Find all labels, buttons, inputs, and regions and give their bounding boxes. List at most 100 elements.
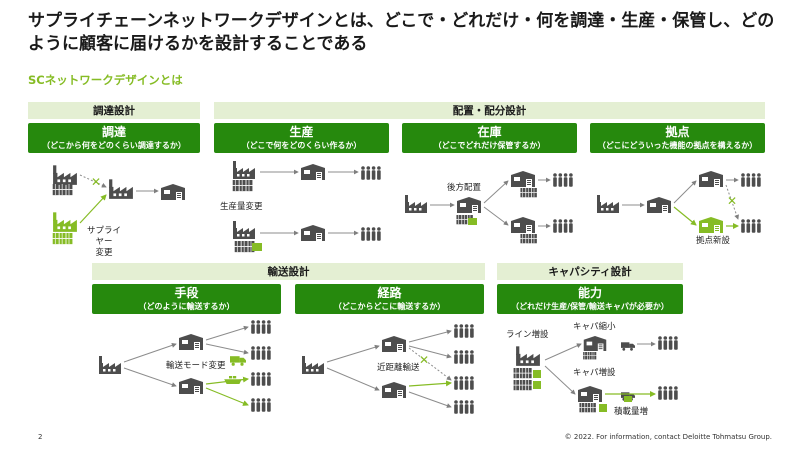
label-load-increase: 積載量増 [614, 407, 649, 417]
header-production-title: 生産 [289, 125, 314, 139]
header-inventory-title: 在庫 [477, 125, 502, 139]
supplier-boxes-icon [52, 184, 73, 196]
customer-people-icon [251, 320, 271, 334]
customer-people-icon [454, 376, 474, 390]
customer-people-icon [251, 346, 271, 360]
new-supplier-factory-icon [53, 212, 77, 232]
customer-people-icon [251, 372, 271, 386]
customer-people-icon [741, 219, 761, 233]
label-capacity-expansion: キャパ増設 [573, 368, 616, 378]
band-transport-design: 輸送設計 [92, 263, 485, 280]
customer-people-icon [454, 324, 474, 338]
plant-factory-icon [109, 179, 133, 199]
warehouse-icon [382, 336, 406, 352]
label-new-base: 拠点新設 [696, 236, 731, 246]
warehouse-icon [179, 378, 203, 394]
customer-people-icon [361, 166, 381, 180]
page-title: サプライチェーンネットワークデザインとは、どこで・どれだけ・何を調達・生産・保管… [28, 11, 775, 54]
customer-people-icon [658, 386, 678, 400]
header-procurement: 調達 （どこから何をどのくらい調達するか） [28, 123, 200, 153]
supplier-factory-icon [53, 165, 77, 185]
header-means: 手段 （どのように輸送するか） [92, 284, 281, 314]
diagram-inventory [405, 171, 573, 244]
header-base-sub: （どこにどういった機能の拠点を構えるか） [597, 141, 758, 150]
header-route-sub: （どこからどこに輸送するか） [333, 302, 446, 311]
boxes-green-icon [234, 241, 255, 253]
cross-mark-icon: ✕ [727, 194, 737, 208]
customer-people-icon [553, 173, 573, 187]
warehouse-icon [161, 184, 185, 200]
label-mode-change: 輸送モード変更 [166, 361, 226, 371]
label-postponement: 後方配置 [447, 183, 482, 193]
warehouse-icon [382, 382, 406, 398]
header-means-title: 手段 [174, 286, 199, 300]
header-base: 拠点 （どこにどういった機能の拠点を構えるか） [590, 123, 765, 153]
label-production-volume-change: 生産量変更 [220, 202, 263, 212]
new-supplier-boxes-icon [52, 233, 73, 245]
warehouse-icon [583, 336, 607, 351]
header-capability-title: 能力 [577, 286, 602, 300]
label-supplier-change: サプライヤー 変更 [86, 226, 121, 258]
band-placement-design: 配置・配分設計 [214, 102, 765, 119]
cross-mark-icon: ✕ [419, 353, 429, 367]
factory-icon [233, 221, 255, 239]
warehouse-icon [578, 386, 602, 402]
boxes-icon [583, 352, 597, 360]
boxes-icon [520, 234, 538, 244]
customer-people-icon [741, 173, 761, 187]
header-route: 経路 （どこからどこに輸送するか） [295, 284, 484, 314]
new-warehouse-icon [699, 217, 723, 233]
warehouse-icon [699, 171, 723, 187]
label-line-expansion: ライン増設 [506, 330, 549, 340]
warehouse-icon [511, 171, 535, 187]
factory-icon [597, 195, 619, 213]
header-route-title: 経路 [377, 286, 402, 300]
factory-icon [233, 161, 255, 179]
warehouse-icon [301, 164, 325, 180]
warehouse-icon [301, 225, 325, 241]
factory-icon [302, 356, 324, 374]
diagram-capability [513, 336, 678, 413]
diagram-production [232, 161, 381, 253]
header-production: 生産 （どこで何をどのくらい作るか） [214, 123, 389, 153]
header-inventory-sub: （どこでどれだけ保管するか） [433, 141, 546, 150]
header-procurement-sub: （どこから何をどのくらい調達するか） [42, 141, 186, 150]
boxes-icon [513, 368, 532, 379]
factory-icon [99, 356, 121, 374]
header-capability: 能力 （どれだけ生産/保管/輸送キャパが必要か） [497, 284, 683, 314]
section-subtitle: SCネットワークデザインとは [28, 73, 183, 87]
boxes-icon [513, 380, 532, 391]
boxes-icon [232, 180, 253, 192]
diagram-procurement: ✕ [52, 165, 185, 245]
diagram-base: ✕ [597, 171, 761, 233]
header-means-sub: （どのように輸送するか） [138, 302, 235, 311]
band-procurement-design: 調達設計 [28, 102, 200, 119]
boxes-icon [520, 188, 538, 198]
warehouse-icon [647, 197, 671, 213]
customer-people-icon [553, 219, 573, 233]
header-inventory: 在庫 （どこでどれだけ保管するか） [402, 123, 577, 153]
header-capability-sub: （どれだけ生産/保管/輸送キャパが必要か） [511, 302, 669, 311]
header-procurement-title: 調達 [101, 125, 126, 139]
factory-icon [405, 195, 427, 213]
warehouse-icon [179, 334, 203, 350]
copyright-footer: © 2022. For information, contact Deloitt… [564, 433, 772, 441]
truck-icon [621, 342, 635, 351]
customer-people-icon [658, 336, 678, 350]
page-number: 2 [38, 433, 43, 441]
customer-people-icon [251, 398, 271, 412]
truck-icon [230, 356, 246, 366]
warehouse-icon [457, 197, 481, 213]
boxes-icon [579, 403, 597, 413]
customer-people-icon [454, 350, 474, 364]
factory-icon [516, 346, 540, 366]
cross-mark-icon: ✕ [91, 175, 101, 189]
band-capacity-design: キャパシティ設計 [497, 263, 683, 280]
header-base-title: 拠点 [665, 125, 690, 139]
diagram-means [99, 320, 271, 412]
diagram-route: ✕ [302, 324, 474, 414]
header-production-sub: （どこで何をどのくらい作るか） [241, 141, 362, 150]
customer-people-icon [361, 227, 381, 241]
warehouse-icon [511, 217, 535, 233]
label-short-distance: 近距離輸送 [377, 363, 420, 373]
